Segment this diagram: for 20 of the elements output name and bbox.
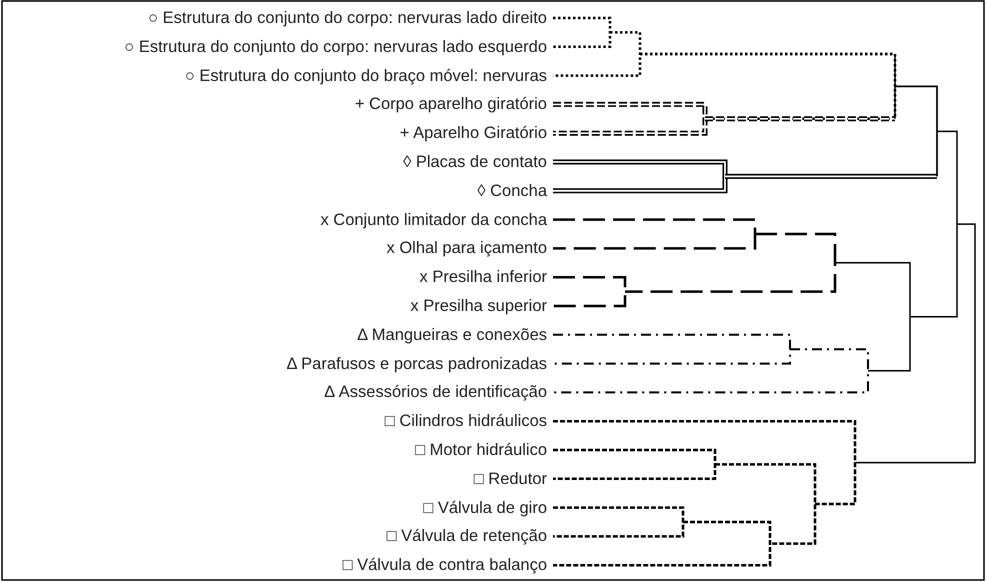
item-label: ◊ Concha <box>477 180 547 201</box>
item-label: Δ Mangueiras e conexões <box>357 324 547 345</box>
item-label: + Corpo aparelho giratório <box>354 94 547 114</box>
item-label: x Presilha inferior <box>420 267 547 288</box>
item-label: x Presilha superior <box>410 296 547 316</box>
item-label: □ Válvula de contra balanço <box>342 555 547 576</box>
item-label: □ Motor hidráulico <box>415 440 547 460</box>
item-label: + Aparelho Giratório <box>400 123 547 144</box>
item-label: ○ Estrutura do conjunto do corpo: nervuras lado esquerdo <box>124 36 547 57</box>
item-label: x Conjunto limitador da concha <box>320 210 547 230</box>
item-label: □ Válvula de giro <box>423 498 547 518</box>
item-label: ○ Estrutura do conjunto do corpo: nervuras lado direito <box>148 8 547 28</box>
item-label: □ Cilindros hidráulicos <box>384 411 547 432</box>
item-label: □ Redutor <box>474 468 547 489</box>
item-label: ◊ Placas de contato <box>403 152 547 172</box>
item-label: ○ Estrutura do conjunto do braço móvel: nervuras <box>184 66 547 86</box>
item-label: □ Válvula de retenção <box>386 526 547 546</box>
item-label: Δ Parafusos e porcas padronizadas <box>286 354 547 374</box>
item-label: Δ Assessórios de identificação <box>324 382 547 402</box>
item-label: x Olhal para içamento <box>386 238 547 258</box>
